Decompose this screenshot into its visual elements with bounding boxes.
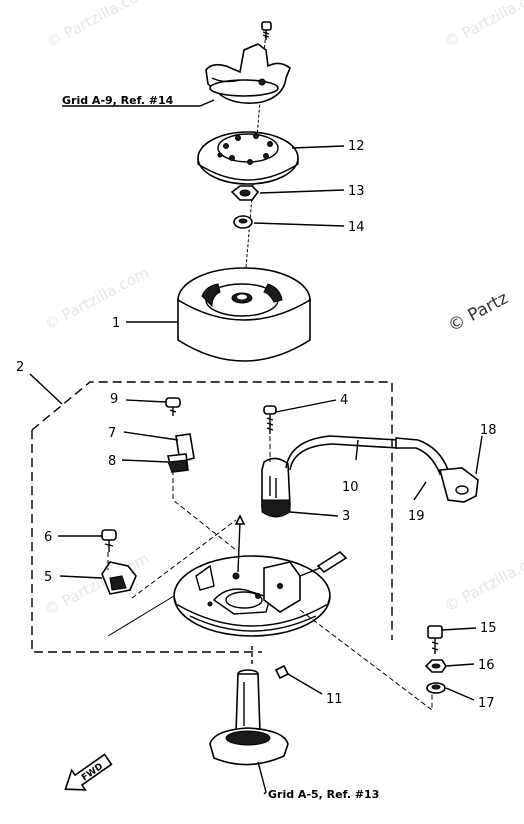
callout-13: 13 xyxy=(348,184,365,199)
watermark: © Partzilla.com xyxy=(41,263,152,333)
callout-5: 5 xyxy=(44,570,52,585)
callout-9: 9 xyxy=(110,392,118,407)
flywheel-plate-part xyxy=(197,131,299,185)
flywheel-part xyxy=(177,267,311,362)
watermark-edge: © Partz xyxy=(445,288,512,336)
callout-labels: 1 2 3 4 5 6 7 8 9 10 11 12 13 14 15 16 1… xyxy=(16,139,497,711)
callout-lines xyxy=(29,99,483,795)
ignition-cord-part xyxy=(285,435,479,503)
charge-coil-part xyxy=(167,433,195,473)
callout-2: 2 xyxy=(16,360,24,375)
screw-part xyxy=(101,529,117,552)
washer-part xyxy=(233,215,253,229)
callout-8: 8 xyxy=(108,454,116,469)
coil-bracket-part xyxy=(101,561,137,595)
callout-11: 11 xyxy=(326,692,343,707)
nut-part xyxy=(424,659,447,673)
watermark: © Partzilla.com xyxy=(441,545,524,615)
callout-17: 17 xyxy=(478,696,495,711)
fwd-arrow-icon: FWD xyxy=(64,753,113,791)
washer-part xyxy=(426,682,446,694)
callout-6: 6 xyxy=(44,530,52,545)
callout-4: 4 xyxy=(340,393,348,408)
stator-plate-part xyxy=(173,514,331,637)
callout-1: 1 xyxy=(112,316,120,331)
callout-14: 14 xyxy=(348,220,365,235)
screw-part xyxy=(263,405,277,434)
callout-19: 19 xyxy=(408,509,425,524)
assembly-outline xyxy=(31,381,393,653)
callout-10: 10 xyxy=(342,480,359,495)
callout-15: 15 xyxy=(480,621,497,636)
watermark: © Partzilla.com xyxy=(441,0,524,52)
screw-part xyxy=(165,397,181,416)
top-screw xyxy=(261,21,272,40)
callout-12: 12 xyxy=(348,139,365,154)
crankshaft-part xyxy=(209,646,289,766)
leader-dash-lines xyxy=(107,436,433,712)
lead-wire-part xyxy=(299,550,348,577)
watermark: © Partzilla.com xyxy=(41,549,152,619)
reference-top: Grid A-9, Ref. #14 xyxy=(62,94,174,107)
woodruff-key-part xyxy=(274,664,290,680)
nut-part xyxy=(230,185,260,201)
callout-3: 3 xyxy=(342,509,350,524)
cam-bracket-part xyxy=(205,43,291,104)
reference-bottom: Grid A-5, Ref. #13 xyxy=(268,788,379,801)
bolt-part xyxy=(427,625,443,654)
pulser-coil-part xyxy=(261,457,291,518)
callout-16: 16 xyxy=(478,658,495,673)
callout-18: 18 xyxy=(480,423,497,438)
callout-7: 7 xyxy=(108,426,116,441)
watermark: © Partzilla.com xyxy=(43,0,154,52)
